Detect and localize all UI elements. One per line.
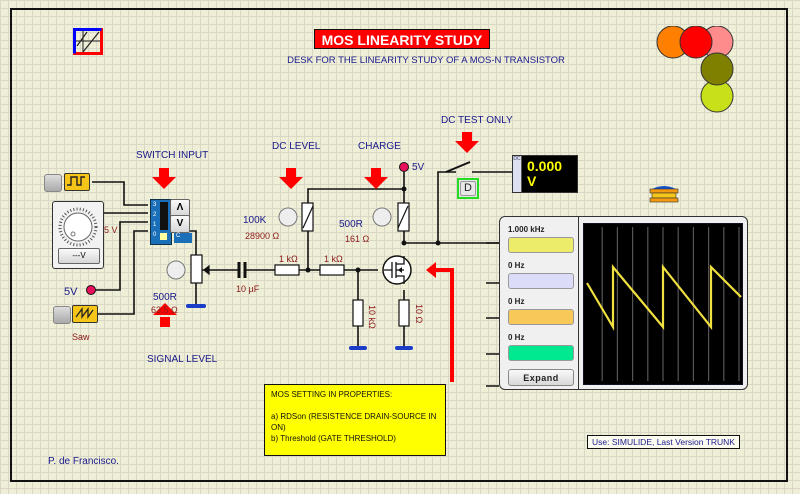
- resistor-10ohm-label: 10 Ω: [414, 304, 424, 324]
- channel-2-freq: 0 Hz: [508, 261, 525, 270]
- voltage-source-value: 5 V: [104, 225, 118, 235]
- pot-signal-name: 500R: [153, 292, 177, 303]
- oscilloscope-screen: [583, 223, 743, 385]
- switch-down-button[interactable]: V: [170, 215, 190, 233]
- page-subtitle: DESK FOR THE LINEARITY STUDY OF A MOS-N …: [287, 55, 565, 66]
- signal-level-label: SIGNAL LEVEL: [147, 354, 218, 365]
- rail-5v-left-label: 5V: [64, 286, 78, 298]
- simulide-logo-icon: [73, 28, 103, 55]
- credit-box: Use: SIMULIDE, Last Version TRUNK: [587, 435, 740, 449]
- note-line-b: b) Threshold (GATE THRESHOLD): [271, 434, 396, 443]
- oscilloscope-controls: 1.000 kHz 0 Hz 0 Hz 0 Hz Expand: [499, 216, 579, 390]
- saw-label: Saw: [72, 332, 90, 342]
- channel-1-freq: 1.000 kHz: [508, 225, 545, 234]
- voltmeter-side: DC: [513, 156, 522, 192]
- square-gen-toggle[interactable]: [44, 174, 62, 192]
- saw-wave-icon: [75, 307, 94, 320]
- charge-label: CHARGE: [358, 141, 401, 152]
- resistor-1k-b: [319, 264, 345, 276]
- dc-test-only-label: DC TEST ONLY: [441, 115, 513, 126]
- voltage-source-button[interactable]: ---V: [58, 248, 100, 264]
- pin-1: 1: [153, 222, 157, 228]
- pin-3: 3: [153, 202, 157, 208]
- resistor-10k: [352, 299, 364, 327]
- pot-dc-level-name: 100K: [243, 215, 267, 226]
- author-label: P. de Francisco.: [48, 456, 119, 467]
- pot-signal-body: [190, 254, 203, 284]
- pin-2: 2: [153, 212, 157, 218]
- switch-position-indicator: [160, 233, 167, 240]
- desk-frame: [10, 8, 788, 482]
- oscilloscope-trace: [586, 263, 742, 332]
- pin-0: 0: [153, 232, 157, 238]
- note-line-a: a) RDSon (RESISTENCE DRAIN-SOURCE IN ON): [271, 412, 437, 432]
- channel-3-freq: 0 Hz: [508, 297, 525, 306]
- dc-level-label: DC LEVEL: [272, 141, 321, 152]
- resistor-1k-a-label: 1 kΩ: [279, 254, 298, 264]
- pot-charge-name: 500R: [339, 219, 363, 230]
- channel-4-freq: 0 Hz: [508, 333, 525, 342]
- capacitor-label: 10 µF: [236, 284, 260, 294]
- channel-2-color[interactable]: [508, 273, 574, 289]
- square-wave-icon: [67, 176, 85, 186]
- saw-wave-generator[interactable]: [72, 305, 98, 323]
- channel-1-color[interactable]: [508, 237, 574, 253]
- note-heading: MOS SETTING IN PROPERTIES:: [271, 390, 393, 399]
- mosfet-icon: [382, 255, 412, 285]
- page-title: MOS LINEARITY STUDY: [314, 29, 490, 49]
- voltage-source: ---V: [52, 201, 104, 269]
- expand-button[interactable]: Expand: [508, 369, 574, 386]
- switch-up-button[interactable]: Λ: [170, 199, 190, 217]
- resistor-1k-a: [274, 264, 300, 276]
- rail-5v-top-label: 5V: [412, 162, 425, 173]
- resistor-1k-b-label: 1 kΩ: [324, 254, 343, 264]
- dc-switch-button[interactable]: D: [457, 178, 479, 199]
- push-button-icon: [649, 186, 679, 203]
- knob-charge: [372, 207, 392, 227]
- led-red[interactable]: [679, 26, 713, 59]
- pot-charge-value: 161 Ω: [345, 234, 370, 244]
- pot-dc-level-value: 28900 Ω: [245, 231, 280, 241]
- pot-signal-value: 63.5 Ω: [151, 305, 178, 315]
- knob-dc-level: [278, 207, 298, 227]
- resistor-10ohm: [398, 299, 410, 327]
- mos-settings-note: MOS SETTING IN PROPERTIES: a) RDSon (RES…: [264, 384, 446, 456]
- channel-4-color[interactable]: [508, 345, 574, 361]
- voltage-knob-icon[interactable]: [54, 204, 102, 250]
- saw-gen-toggle[interactable]: [53, 306, 71, 324]
- rotary-switch: 3 2 1 0: [150, 199, 172, 245]
- switch-common-pin: C: [174, 233, 192, 243]
- square-wave-generator[interactable]: [64, 173, 90, 191]
- switch-input-label: SWITCH INPUT: [136, 150, 209, 161]
- resistor-10k-label: 10 kΩ: [367, 305, 377, 329]
- channel-3-color[interactable]: [508, 309, 574, 325]
- led-olive[interactable]: [700, 52, 734, 86]
- oscilloscope-display: [578, 216, 748, 390]
- led-cluster: [656, 26, 734, 113]
- knob-signal: [166, 260, 186, 280]
